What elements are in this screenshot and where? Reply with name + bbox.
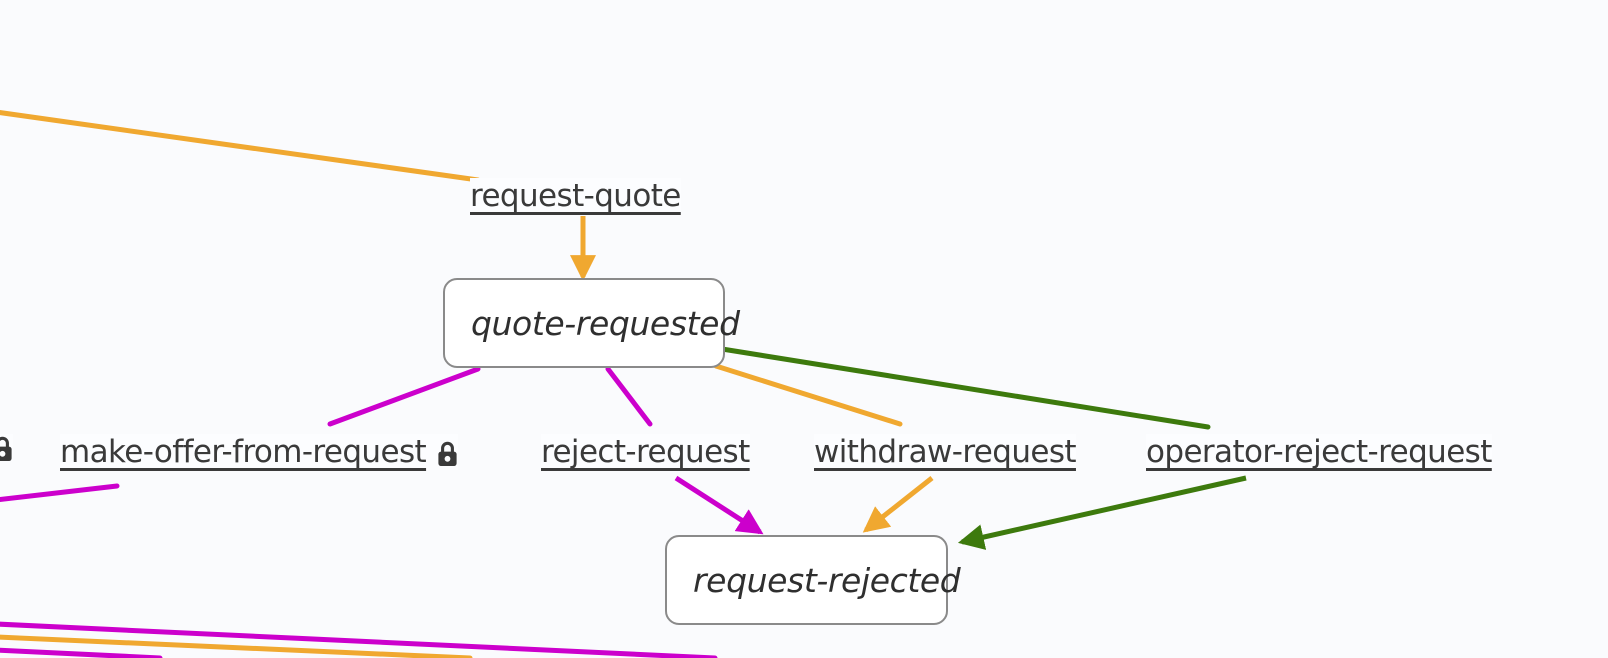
state-node-request-rejected-label: request-rejected xyxy=(693,560,961,600)
transition-label-make-offer-from-request[interactable]: make-offer-from-request xyxy=(60,434,459,470)
transition-label-operator-reject-request-text: operator-reject-request xyxy=(1146,434,1492,470)
transition-label-request-quote-text: request-quote xyxy=(470,178,681,214)
edge-offcanvas-bottom-magenta-lower xyxy=(0,647,163,658)
state-node-quote-requested[interactable]: quote-requested xyxy=(443,278,740,368)
edge-incoming-request-quote xyxy=(0,110,481,183)
edge-offcanvas-bottom-orange xyxy=(0,634,473,658)
transition-label-reject-request[interactable]: reject-request xyxy=(541,434,750,470)
lock-icon xyxy=(0,436,13,462)
edge-quote-requested-to-operator-reject-request xyxy=(719,346,1211,430)
edge-offcanvas-bottom-magenta-upper xyxy=(0,621,718,658)
edge-reject-request-to-request-rejected xyxy=(674,475,764,535)
transition-label-make-offer-from-request-partial[interactable] xyxy=(0,434,13,462)
edge-operator-reject-request-to-request-rejected xyxy=(957,475,1247,550)
transition-label-request-quote[interactable]: request-quote xyxy=(470,178,681,214)
transition-label-reject-request-text: reject-request xyxy=(541,434,750,470)
transition-label-operator-reject-request[interactable]: operator-reject-request xyxy=(1146,434,1492,470)
edge-quote-requested-to-withdraw-request xyxy=(713,363,903,427)
transition-label-withdraw-request-text: withdraw-request xyxy=(814,434,1077,470)
transition-label-make-offer-from-request-text: make-offer-from-request xyxy=(60,434,427,470)
edge-quote-requested-to-reject-request xyxy=(605,366,653,427)
state-node-quote-requested-label: quote-requested xyxy=(471,303,740,343)
edge-make-offer-outgoing-left xyxy=(0,483,120,503)
edge-withdraw-request-to-request-rejected xyxy=(862,476,934,533)
state-node-request-rejected[interactable]: request-rejected xyxy=(665,535,961,625)
transition-label-withdraw-request[interactable]: withdraw-request xyxy=(814,434,1077,470)
lock-icon xyxy=(437,441,458,467)
edge-quote-requested-to-make-offer xyxy=(327,366,481,427)
